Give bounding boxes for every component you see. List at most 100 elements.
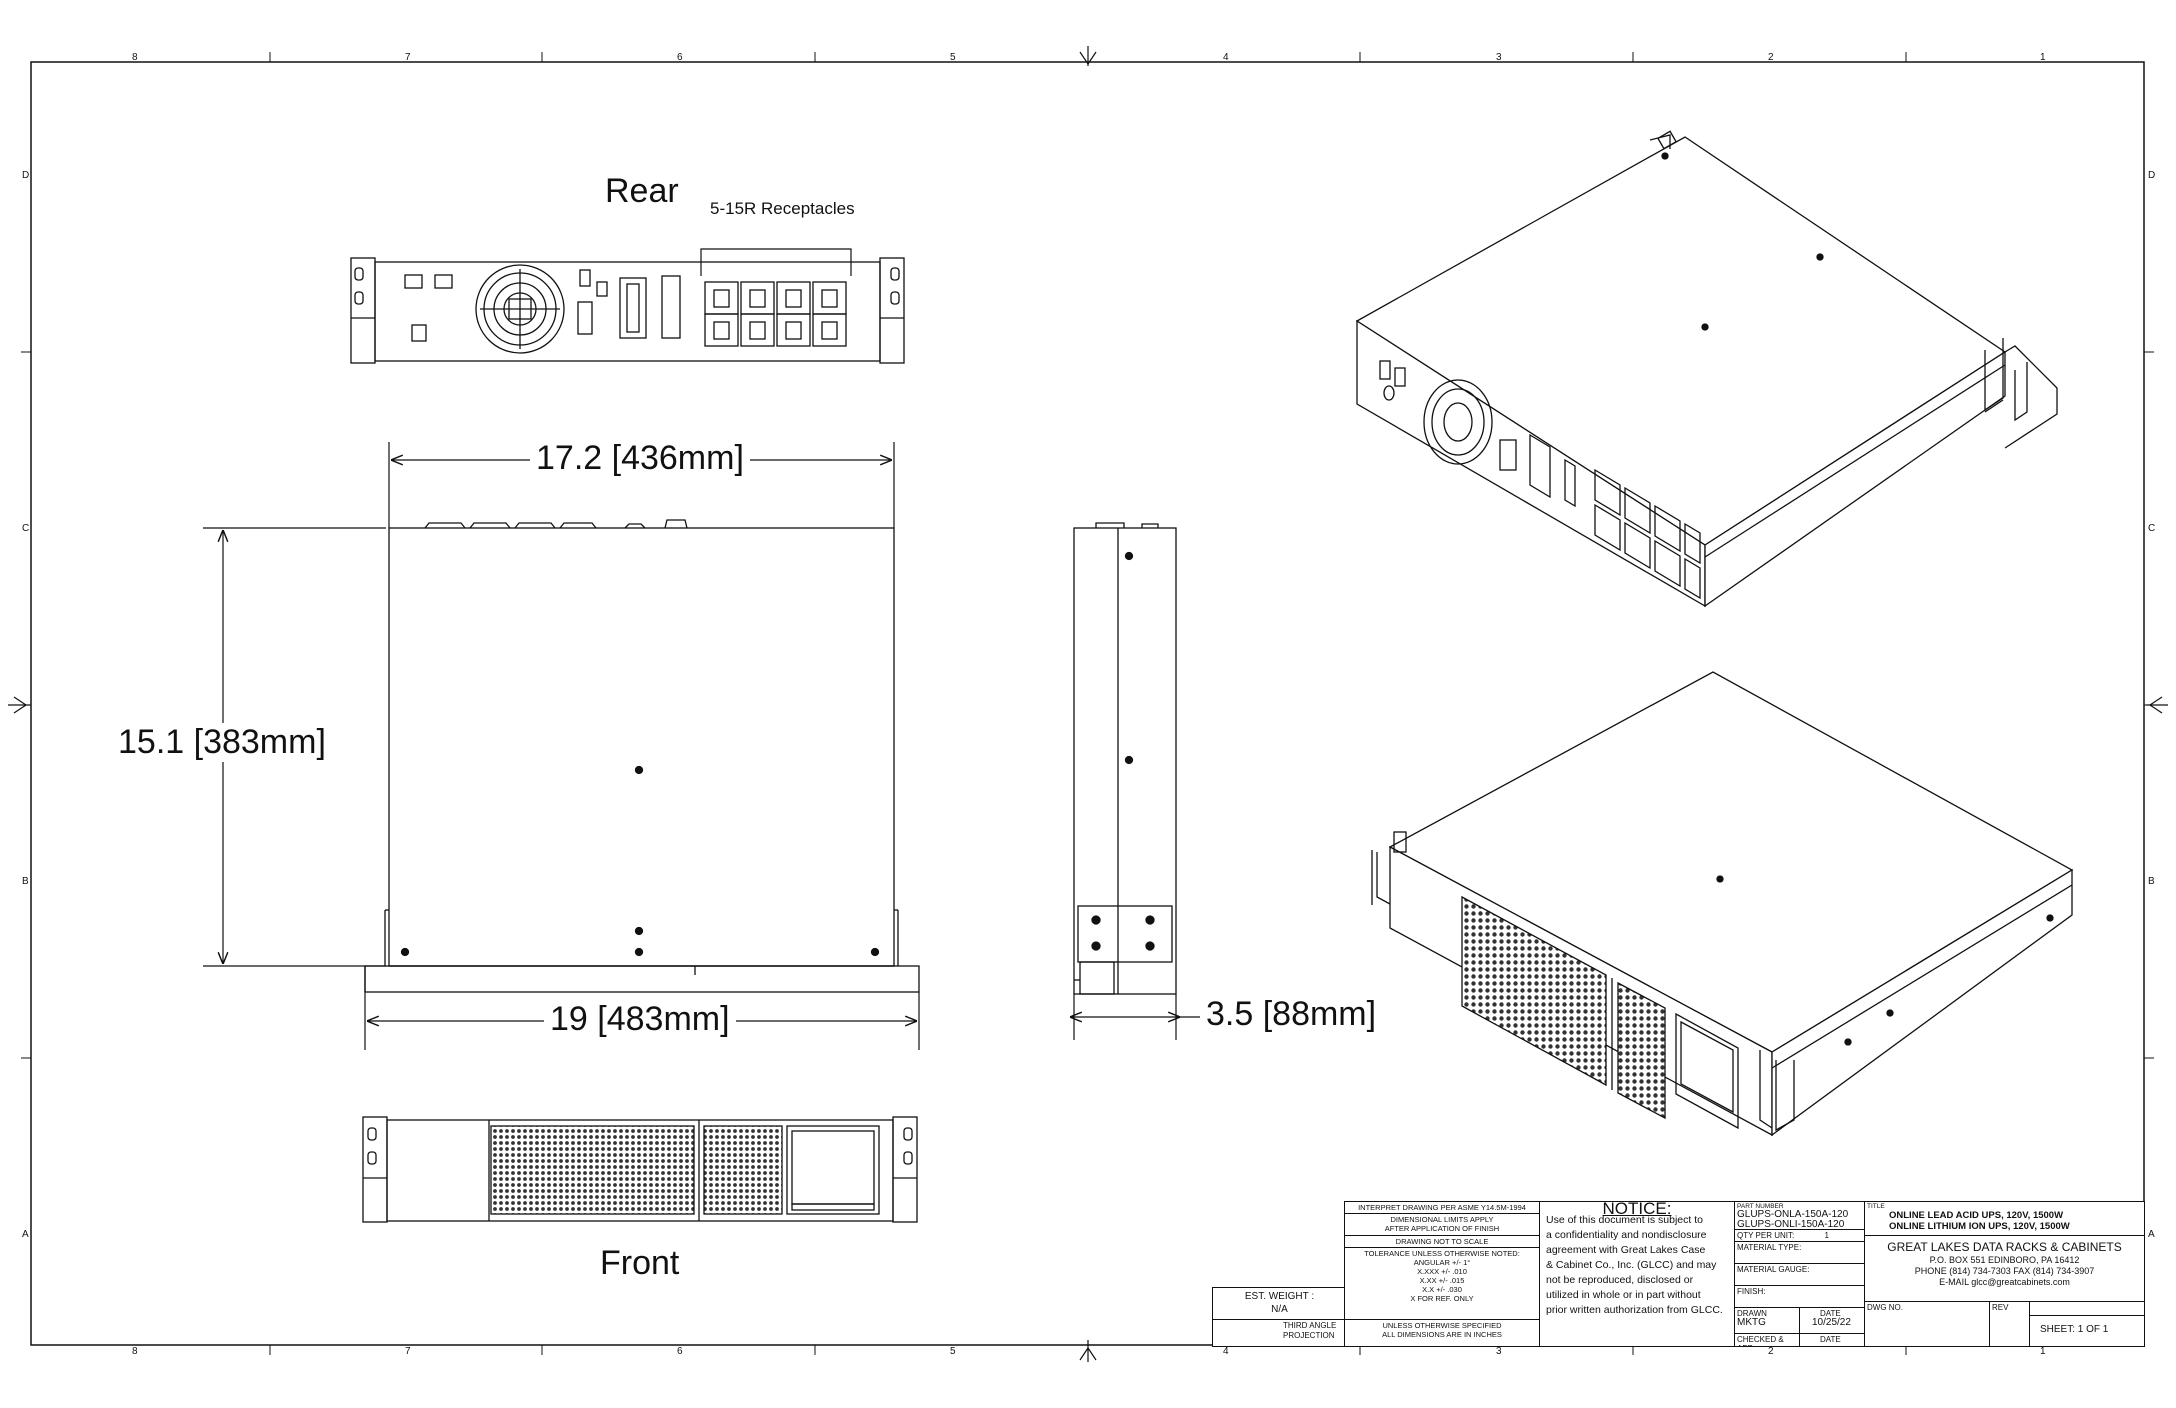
top-view [364,519,920,993]
row-label: A [2148,1229,2155,1240]
row-label: D [2148,170,2156,181]
notice-line: not be reproduced, disclosed or [1546,1274,1694,1286]
notice-title: NOTICE: [1602,1202,1672,1218]
projection-label-line1: THIRD ANGLE [1283,1321,1337,1330]
isometric-rear-view [1355,130,2058,608]
finish-cell: FINISH: [1735,1286,1865,1308]
drawn-label: DRAWN [1737,1309,1767,1318]
column-label: 3 [1496,1346,1502,1357]
receptacles-callout: 5-15R Receptacles [710,199,855,218]
qty-label: QTY PER UNIT: [1737,1231,1795,1240]
column-label: 5 [950,1346,956,1357]
date-cell: DATE 10/25/22 [1800,1308,1865,1334]
column-label: 3 [1496,52,1502,63]
notice-line: Use of this document is subject to [1546,1214,1703,1226]
dimensional-limits: DIMENSIONAL LIMITS APPLY AFTER APPLICATI… [1345,1214,1540,1236]
checked-cell: CHECKED & APP. [1735,1334,1800,1346]
notice-line: & Cabinet Co., Inc. (GLCC) and may [1546,1259,1717,1271]
isometric-receptacles [1594,468,1701,600]
column-label: 2 [1768,1346,1774,1357]
tolerance-xx: X.X +/- .030 [1422,1285,1462,1294]
column-label: 4 [1223,52,1229,63]
material-gauge-cell: MATERIAL GAUGE: [1735,1264,1865,1286]
sheet-cell: SHEET: 1 OF 1 [2040,1324,2109,1335]
column-label: 5 [950,52,956,63]
dimension-overall-width: 19 [483mm] [544,1000,736,1039]
unless-specified: UNLESS OTHERWISE SPECIFIED ALL DIMENSION… [1345,1320,1540,1346]
notice-line: a confidentiality and nondisclosure [1546,1229,1707,1241]
row-label: B [2148,876,2155,887]
rear-view [350,248,905,364]
side-view [1073,522,1177,995]
unless-line2: ALL DIMENSIONS ARE IN INCHES [1382,1330,1502,1339]
part-number-1: GLUPS-ONLA-150A-120 [1737,1209,1849,1220]
tolerance-xxxx: X.XXX +/- .010 [1417,1267,1467,1276]
title-cell: TITLE ONLINE LEAD ACID UPS, 120V, 1500W … [1865,1202,2144,1236]
drawn-cell: DRAWN MKTG [1735,1308,1800,1334]
centering-mark-bottom [1079,1340,1097,1362]
title-label: TITLE [1867,1203,1885,1210]
isometric-front-view [1371,671,2074,1137]
tolerance-ref: X FOR REF. ONLY [1410,1294,1474,1303]
title-line2: ONLINE LITHIUM ION UPS, 120V, 1500W [1889,1221,2070,1232]
material-type-cell: MATERIAL TYPE: [1735,1242,1865,1264]
notice-line: utilized in whole or in part without [1546,1289,1701,1301]
company-cell: GREAT LAKES DATA RACKS & CABINETS P.O. B… [1865,1236,2144,1302]
tolerance-title: TOLERANCE UNLESS OTHERWISE NOTED: [1364,1249,1520,1258]
part-number-cell: PART NUMBER GLUPS-ONLA-150A-120 GLUPS-ON… [1735,1202,1865,1230]
column-label: 7 [405,1346,411,1357]
est-weight-label: EST. WEIGHT : [1244,1291,1315,1302]
row-label: D [22,170,30,181]
part-number-label: PART NUMBER [1737,1203,1784,1210]
centering-mark-left [8,696,30,714]
est-weight-value: N/A [1271,1304,1288,1315]
company-phone: PHONE (814) 734-7303 FAX (814) 734-3907 [1914,1266,2095,1276]
date-label: DATE [1820,1309,1841,1318]
column-label: 1 [2040,1346,2046,1357]
centering-mark-right [2146,696,2168,714]
part-number-2: GLUPS-ONLI-150A-120 [1737,1219,1845,1230]
column-label: 6 [677,52,683,63]
column-label: 6 [677,1346,683,1357]
rear-view-title: Rear [605,172,679,210]
row-label: B [22,876,29,887]
company-email: E-MAIL glcc@greatcabinets.com [1939,1277,2070,1287]
receptacles-callout-bracket [700,248,852,276]
projection-label-line2: PROJECTION [1283,1331,1335,1340]
rev-cell: REV [1990,1302,2030,1346]
dimension-depth: 15.1 [383mm] [112,723,332,762]
qty-cell: QTY PER UNIT: 1 [1735,1230,1865,1242]
weight-projection-box: EST. WEIGHT : N/A THIRD ANGLE PROJECTION [1212,1287,1347,1347]
column-label: 7 [405,52,411,63]
column-label: 2 [1768,52,1774,63]
dimension-width-top: 17.2 [436mm] [530,439,750,478]
company-name: GREAT LAKES DATA RACKS & CABINETS [1887,1240,2122,1254]
dimensional-limits-line2: AFTER APPLICATION OF FINISH [1384,1224,1500,1233]
drawn-value: MKTG [1737,1317,1766,1328]
notice-line: prior written authorization from GLCC. [1546,1304,1723,1316]
not-to-scale: DRAWING NOT TO SCALE [1345,1236,1540,1248]
column-label: 8 [132,52,138,63]
rev-value-cell [2030,1302,2144,1316]
row-label: A [22,1229,29,1240]
interpret-note: INTERPRET DRAWING PER ASME Y14.5M-1994 [1345,1202,1540,1214]
notice-block: NOTICE: Use of this document is subject … [1540,1202,1735,1346]
column-label: 4 [1223,1346,1229,1357]
company-address: P.O. BOX 551 EDINBORO, PA 16412 [1929,1255,2080,1265]
dimensional-limits-line1: DIMENSIONAL LIMITS APPLY [1390,1215,1494,1224]
front-view [362,1116,918,1223]
qty-value: 1 [1824,1231,1829,1240]
date-value: 10/25/22 [1812,1317,1851,1328]
dwg-no-cell: DWG NO. [1865,1302,1990,1346]
title-line1: ONLINE LEAD ACID UPS, 120V, 1500W [1889,1210,2064,1221]
tolerance-block: TOLERANCE UNLESS OTHERWISE NOTED: ANGULA… [1345,1248,1540,1320]
centering-mark-top [1079,46,1097,66]
row-label: C [2148,523,2156,534]
column-label: 8 [132,1346,138,1357]
dimension-height: 3.5 [88mm] [1200,995,1383,1034]
column-label: 1 [2040,52,2046,63]
unless-line1: UNLESS OTHERWISE SPECIFIED [1382,1321,1502,1330]
notice-line: agreement with Great Lakes Case [1546,1244,1706,1256]
rear-receptacles [704,281,847,347]
